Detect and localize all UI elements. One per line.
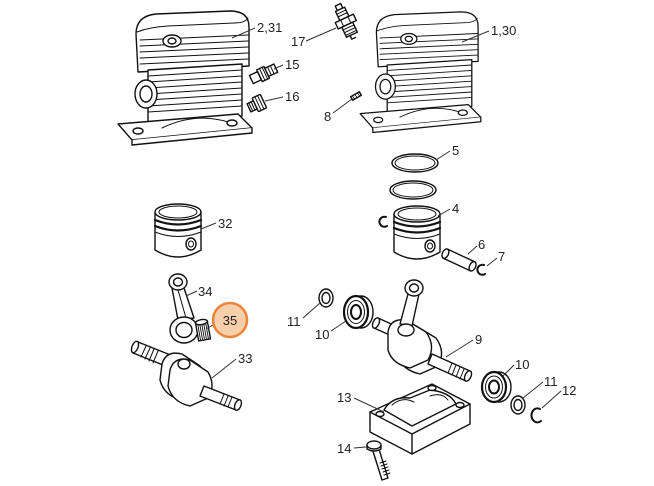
callout-plug-screw[interactable]: 16: [264, 89, 299, 104]
circlip-pin: [476, 263, 486, 276]
callout-bolt[interactable]: 14: [337, 441, 367, 456]
connecting-rod: [168, 273, 199, 344]
callout-label[interactable]: 17: [291, 34, 305, 49]
needle-bearing: [194, 318, 212, 342]
callout-piston-right[interactable]: 4: [437, 201, 459, 217]
callout-label[interactable]: 11: [287, 314, 301, 329]
ball-bearing-right: [480, 370, 512, 404]
callout-label[interactable]: 10: [515, 357, 529, 372]
callout-label[interactable]: 2,31: [257, 20, 282, 35]
callout-label[interactable]: 10: [315, 327, 329, 342]
callout-ball-bearing-right[interactable]: 10: [502, 357, 529, 377]
callout-circlip-pin[interactable]: 7: [486, 249, 505, 267]
highlight-marker[interactable]: [211, 301, 249, 339]
ball-bearing-left: [342, 294, 374, 330]
callout-label[interactable]: 5: [452, 143, 459, 158]
spark-plug: [334, 2, 359, 40]
callout-ball-bearing-left[interactable]: 10: [315, 320, 347, 342]
plug-screw: [246, 93, 268, 113]
circlip-bearing: [530, 407, 542, 424]
cylinder-right: [359, 11, 482, 134]
callout-label[interactable]: 11: [544, 374, 558, 389]
callout-label[interactable]: 7: [498, 249, 505, 264]
crankcase-bottom: [369, 383, 471, 455]
callout-label[interactable]: 34: [198, 284, 212, 299]
callout-label[interactable]: 33: [238, 351, 252, 366]
callout-label[interactable]: 16: [285, 89, 299, 104]
piston-rings: [389, 153, 439, 200]
callout-crankshaft-right[interactable]: 9: [445, 332, 482, 358]
callout-piston-rings[interactable]: 5: [435, 143, 459, 161]
callout-small-fitting[interactable]: 8: [324, 98, 353, 124]
seal-ring-right: [510, 395, 526, 415]
callout-decompression-valve[interactable]: 15: [273, 57, 299, 72]
cylinder-left: [117, 10, 253, 146]
callout-spark-plug[interactable]: 17: [291, 27, 337, 49]
callout-cylinder-left[interactable]: 2,31: [231, 20, 282, 39]
callout-label[interactable]: 12: [562, 383, 576, 398]
crankshaft-right: [371, 279, 473, 382]
crankshaft-left: [130, 340, 243, 411]
piston-left: [153, 202, 203, 259]
callout-piston-left[interactable]: 32: [200, 216, 232, 231]
piston-pin: [441, 248, 477, 272]
callout-label[interactable]: 13: [337, 390, 351, 405]
callout-label[interactable]: 9: [475, 332, 482, 347]
callout-piston-pin[interactable]: 6: [467, 237, 485, 255]
callout-cylinder-right[interactable]: 1,30: [461, 23, 516, 43]
callout-label[interactable]: 4: [452, 201, 459, 216]
callout-connecting-rod[interactable]: 34: [185, 284, 212, 299]
piston-right: [392, 204, 442, 261]
callout-crankshaft-left[interactable]: 33: [211, 351, 252, 379]
callout-circlip-bearing[interactable]: 12: [541, 383, 576, 409]
seal-ring-left: [318, 288, 334, 308]
bolt: [366, 440, 391, 481]
callout-crankcase-bottom[interactable]: 13: [337, 390, 385, 413]
callout-label[interactable]: 14: [337, 441, 351, 456]
callout-seal-ring-left[interactable]: 11: [287, 302, 321, 329]
circlip-piston-left: [378, 215, 388, 228]
decompression-valve: [248, 63, 279, 85]
callout-needle-bearing[interactable]: 35: [205, 301, 249, 339]
callout-label[interactable]: 32: [218, 216, 232, 231]
callout-label[interactable]: 8: [324, 109, 331, 124]
callout-seal-ring-right[interactable]: 11: [522, 374, 558, 399]
callout-label[interactable]: 35: [223, 313, 237, 328]
callout-label[interactable]: 1,30: [491, 23, 516, 38]
callout-label[interactable]: 15: [285, 57, 299, 72]
small-fitting: [349, 91, 363, 101]
callout-label[interactable]: 6: [478, 237, 485, 252]
